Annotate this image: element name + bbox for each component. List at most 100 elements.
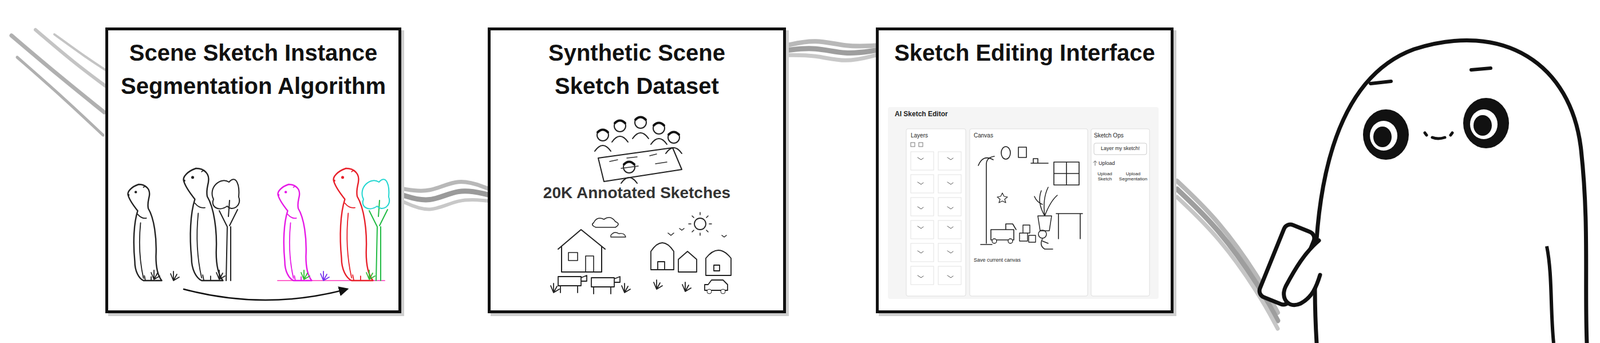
tree-canopy (361, 179, 390, 209)
sketch-line (287, 186, 302, 281)
ui-label: AI Sketch Editor (894, 110, 1010, 119)
wheel (1008, 238, 1013, 244)
mirror (1001, 146, 1011, 160)
connector-stroke (785, 41, 876, 46)
ui-button (1093, 143, 1147, 155)
layer-thumbnail (910, 174, 934, 193)
table (1056, 213, 1083, 239)
ui-label: Upload (1098, 160, 1145, 167)
meerkat-eye (191, 175, 195, 179)
layer-thumbnail (910, 243, 934, 262)
screenshot-background (887, 107, 1159, 299)
ui-label: Layer my sketch! (1093, 145, 1147, 152)
sketch-line (194, 170, 211, 281)
person-head (634, 116, 647, 129)
grass (366, 270, 375, 280)
meerkat (333, 168, 374, 281)
grass (216, 270, 225, 280)
sun (694, 218, 706, 230)
sketch-line (609, 153, 667, 169)
grass (170, 271, 180, 281)
sketch-line (137, 186, 152, 281)
house (705, 250, 732, 276)
layer-thumbnail (938, 220, 962, 239)
connector-stroke (785, 54, 876, 61)
sketch-line (594, 145, 611, 152)
character-arm (1284, 240, 1321, 306)
illustration (108, 30, 399, 311)
layer-thumbnail (910, 197, 934, 216)
tree-canopy (211, 179, 240, 209)
panel-title: Scene Sketch Instance Segmentation Algor… (108, 30, 399, 103)
meerkat (127, 184, 163, 281)
character-mouth (1424, 132, 1453, 139)
sketch-line (614, 120, 626, 124)
tree (219, 200, 238, 281)
grass (621, 283, 631, 293)
meerkat-nose (277, 194, 280, 196)
wheel (992, 238, 997, 244)
sketch-line (653, 123, 665, 126)
meerkat-nose (183, 179, 186, 183)
cow (558, 275, 587, 293)
tree (369, 200, 388, 281)
grass (151, 270, 160, 280)
sketch-line (668, 132, 679, 136)
layer-mini-sketch (947, 250, 954, 254)
connector-stroke (785, 48, 876, 54)
sketch-line (610, 232, 626, 237)
grass (550, 283, 560, 293)
wheel (706, 289, 712, 294)
connector-stroke (401, 199, 488, 210)
brush-stroke (54, 34, 106, 70)
wheel (720, 289, 726, 294)
car (704, 279, 728, 291)
ui-panel (969, 128, 1088, 296)
character-body (1314, 40, 1587, 343)
sketch-line (333, 168, 374, 281)
sketch-line (568, 252, 594, 272)
layer-mini-sketch (947, 275, 954, 278)
meerkat-nose (333, 179, 336, 183)
character-tail (1546, 246, 1554, 343)
ui-panel (906, 128, 966, 296)
grass (653, 279, 663, 290)
layer-thumbnail (910, 220, 934, 239)
step-panel: Synthetic Scene Sketch Dataset20K Annota… (487, 27, 786, 314)
brush-connector (401, 182, 488, 210)
sketch-line (558, 229, 606, 272)
lamp (978, 156, 995, 245)
segmented-output (277, 168, 390, 281)
ui-label: Layers (910, 132, 963, 140)
person-head (653, 122, 665, 134)
person-head (614, 120, 626, 132)
meerkat-eye (341, 175, 345, 179)
panel-caption: 20K Annotated Sketches (490, 183, 784, 203)
plant (1034, 187, 1058, 231)
ui-icon (918, 142, 923, 147)
layer-mini-sketch (947, 182, 954, 185)
bird (668, 228, 727, 237)
sketch-line (277, 184, 312, 281)
character-brows (1370, 68, 1491, 84)
eye-ring (1369, 120, 1398, 151)
illustration (490, 30, 784, 311)
layer-thumbnail (910, 266, 934, 285)
meerkat-nose (127, 194, 130, 196)
person-head (668, 131, 680, 144)
house (678, 251, 697, 272)
layer-mini-sketch (917, 157, 924, 160)
sketch-line (611, 136, 628, 142)
child-head (1038, 230, 1047, 239)
character-eye (1463, 97, 1509, 149)
frame (1018, 147, 1049, 164)
sketch-line (623, 162, 635, 165)
sketch-input (127, 168, 240, 281)
layer-thumbnail (938, 266, 962, 285)
layer-mini-sketch (917, 182, 924, 185)
person-head (597, 129, 609, 141)
step-panel: Scene Sketch Instance Segmentation Algor… (105, 27, 402, 314)
star (997, 192, 1008, 203)
scene-sketch-sample (550, 217, 631, 294)
